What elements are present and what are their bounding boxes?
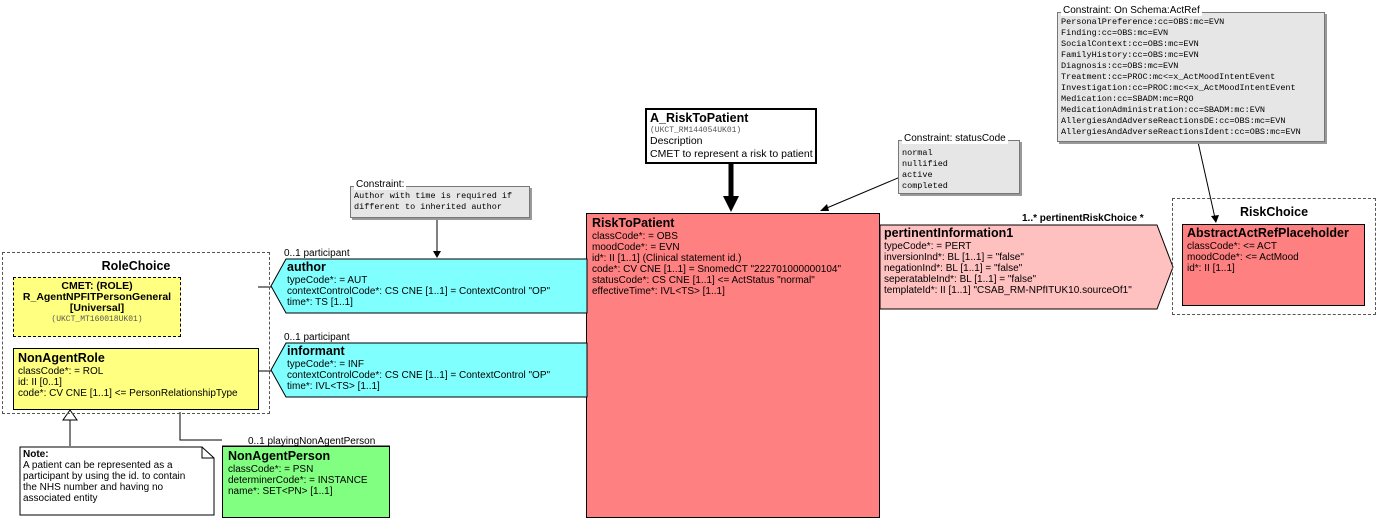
attr-time: time*: TS [1..1] <box>287 297 353 308</box>
attr-id: id*: II [1..1] <box>1187 263 1235 274</box>
attr-typeCode: typeCode*: = AUT <box>287 275 368 286</box>
cmet-agent-id: (UKCT_MT160018UK01) <box>51 315 143 324</box>
attr-classCode: classCode*: <= ACT <box>1187 241 1278 252</box>
attr-classCode: classCode*: = PSN <box>228 464 314 475</box>
author-shape <box>270 258 588 314</box>
constraint-line: active <box>902 170 933 180</box>
placeholder-title: AbstractActRefPlaceholder <box>1187 226 1349 240</box>
attr-classCode: classCode*: = ROL <box>18 366 104 377</box>
constraint-line: SocialContext:cc=OBS:mc=EVN <box>1061 39 1199 49</box>
constraint-line: Treatment:cc=PROC:mc<=x_ActMoodIntentEve… <box>1061 72 1276 82</box>
non-agent-person-assoc-label: 0..1 playingNonAgentPerson <box>248 436 376 447</box>
constraint-line: nullified <box>902 159 948 169</box>
non-agent-role-class: NonAgentRole classCode*: = ROL id: II [0… <box>13 348 259 410</box>
attr-contextControlCode: contextControlCode*: CS CNE [1..1] = Con… <box>287 286 551 297</box>
attr-moodCode: moodCode*: = EVN <box>592 242 680 253</box>
attr-typeCode: typeCode*: = PERT <box>884 241 972 252</box>
patient-note: Note: A patient can be represented as a … <box>23 449 185 504</box>
cmet-agent-line3: [Universal] <box>69 302 125 314</box>
attr-contextControlCode: contextControlCode*: CS CNE [1..1] = Con… <box>287 370 551 381</box>
pertinent-shape <box>879 224 1174 310</box>
patient-note-shape <box>19 446 215 516</box>
attr-id: id*: II [1..1] (Clinical statement id.) <box>592 253 742 264</box>
author-title: author <box>287 260 326 274</box>
attr-moodCode: moodCode*: <= ActMood <box>1187 252 1299 263</box>
constraint-line: PersonalPreference:cc=OBS:mc=EVN <box>1061 17 1225 27</box>
actref-constraint-note: Constraint: On Schema:ActRef PersonalPre… <box>1057 5 1325 142</box>
attr-id: id: II [0..1] <box>18 377 62 388</box>
author-constraint-title: Constraint: <box>354 179 407 190</box>
constraint-line: Author with time is required if <box>354 191 513 201</box>
role-choice-title: RoleChoice <box>101 259 171 273</box>
informant-title: informant <box>287 344 345 358</box>
attr-time: time*: IVL<TS> [1..1] <box>287 381 380 392</box>
pertinent-assoc-label: 1..* pertinentRiskChoice * <box>1022 213 1144 224</box>
attr-determinerCode: determinerCode*: = INSTANCE <box>228 475 368 486</box>
constraint-line: Medication:cc=SBADM:mc=RQO <box>1061 94 1194 104</box>
risk-to-patient-class: RiskToPatient classCode*: = OBS moodCode… <box>586 213 880 518</box>
informant-shape <box>270 342 588 398</box>
constraint-line: FamilyHistory:cc=OBS:mc=EVN <box>1061 50 1199 60</box>
cmet-id: (UKCT_RM144054UK01) <box>650 126 742 135</box>
cmet-description-text: CMET to represent a risk to patient <box>650 148 813 160</box>
actref-constraint-title: Constraint: On Schema:ActRef <box>1061 5 1202 16</box>
non-agent-person-class: NonAgentPerson classCode*: = PSN determi… <box>222 446 390 518</box>
note-line: A patient can be represented as a <box>23 460 173 471</box>
pertinent-title: pertinentInformation1 <box>884 226 1014 240</box>
attr-inversionInd: inversionInd*: BL [1..1] = "false" <box>884 252 1024 263</box>
risk-to-patient-title: RiskToPatient <box>592 216 675 230</box>
note-line: associated entity <box>23 493 98 504</box>
constraint-line: completed <box>902 181 948 191</box>
attr-negationInd: negationInd*: BL [1..1] = "false" <box>884 263 1023 274</box>
attr-templateId: templateId*: II [1..1] "CSAB_RM-NPfITUK1… <box>884 285 1132 296</box>
cmet-name: A_RiskToPatient <box>650 111 749 125</box>
attr-typeCode: typeCode*: = INF <box>287 359 364 370</box>
note-line: the NHS number and having no <box>23 482 164 493</box>
constraint-line: MedicationAdministration:cc=SBADM:mc:EVN <box>1061 105 1266 115</box>
status-constraint-title: Constraint: statusCode <box>902 133 1008 144</box>
attr-code: code*: CV CNE [1..1] = SnomedCT "2227010… <box>592 264 842 275</box>
note-title: Note: <box>23 449 49 460</box>
cmet-header: A_RiskToPatient (UKCT_RM144054UK01) Desc… <box>645 108 817 164</box>
cmet-description-label: Description <box>650 135 703 147</box>
author-assoc-label: 0..1 participant <box>284 248 350 259</box>
pertinent-information-class: pertinentInformation1 typeCode*: = PERT … <box>884 226 1164 296</box>
attr-seperatableInd: seperatableInd*: BL [1..1] = "false" <box>884 274 1037 285</box>
status-constraint-note: Constraint: statusCode normal nullified … <box>898 133 1020 194</box>
attr-effectiveTime: effectiveTime*: IVL<TS> [1..1] <box>592 286 725 297</box>
actref-constraint-lines: PersonalPreference:cc=OBS:mc=EVN Finding… <box>1061 17 1321 138</box>
status-constraint-line <box>821 174 906 211</box>
cmet-agent-line1: CMET: (ROLE) <box>61 280 133 292</box>
author-constraint-note: Constraint: Author with time is required… <box>350 179 530 218</box>
attr-code: code*: CV CNE [1..1] <= PersonRelationsh… <box>18 388 238 399</box>
constraint-line: different to inherited author <box>354 202 502 212</box>
attr-name: name*: SET<PN> [1..1] <box>228 486 333 497</box>
non-agent-role-title: NonAgentRole <box>18 351 105 365</box>
cmet-entry-arrowhead <box>723 196 739 212</box>
cmet-agent-box: CMET: (ROLE) R_AgentNPFITPersonGeneral [… <box>13 277 181 337</box>
note-line: participant by using the id. to contain <box>23 471 186 482</box>
constraint-line: normal <box>902 148 933 158</box>
risk-choice-group: RiskChoice AbstractActRefPlaceholder cla… <box>1172 198 1376 315</box>
constraint-line: AllergiesAndAdverseReactionsIdent:cc=OBS… <box>1061 127 1301 137</box>
author-class: author typeCode*: = AUT contextControlCo… <box>287 260 550 308</box>
risk-choice-title: RiskChoice <box>1239 205 1309 219</box>
attr-statusCode: statusCode*: CS CNE [1..1] <= ActStatus … <box>592 275 815 286</box>
role-choice-group: RoleChoice CMET: (ROLE) R_AgentNPFITPers… <box>2 252 270 414</box>
non-agent-person-title: NonAgentPerson <box>228 449 331 463</box>
constraint-line: Diagnosis:cc=OBS:mc=EVN <box>1061 61 1179 71</box>
constraint-line: AllergiesAndAdverseReactionsDE:cc=OBS:mc… <box>1061 116 1286 126</box>
abstract-act-ref-placeholder: AbstractActRefPlaceholder classCode*: <=… <box>1182 224 1365 306</box>
informant-assoc-label: 0..1 participant <box>284 332 350 343</box>
constraint-line: Finding:cc=OBS:mc=EVN <box>1061 28 1169 38</box>
actref-constraint-line <box>1197 141 1216 219</box>
attr-classCode: classCode*: = OBS <box>592 231 678 242</box>
informant-class: informant typeCode*: = INF contextContro… <box>287 344 550 392</box>
constraint-line: Investigation:cc=PROC:mc<=x_ActMoodInten… <box>1061 83 1296 93</box>
cmet-agent-line2: R_AgentNPFITPersonGeneral <box>22 291 172 303</box>
